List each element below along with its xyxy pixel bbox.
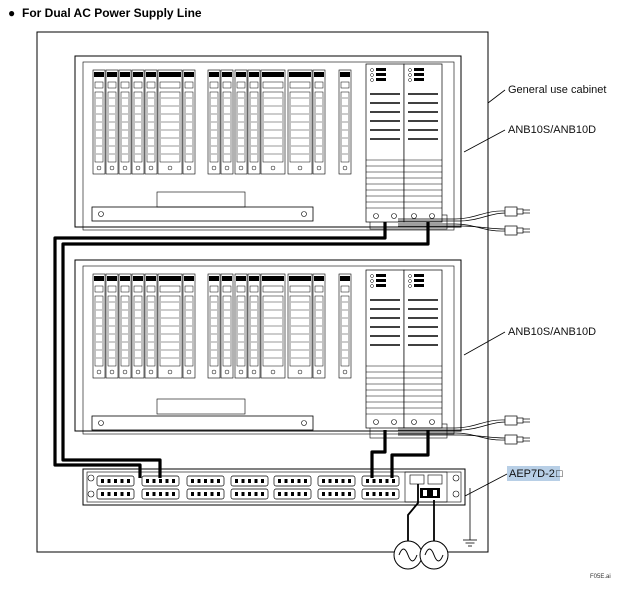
power-outlet: [317, 488, 356, 500]
io-module: [287, 69, 313, 175]
power-outlet: [361, 475, 400, 487]
io-module: [92, 69, 106, 175]
power-outlet: [230, 475, 269, 487]
io-module: [247, 273, 261, 379]
ac-source-icon: [419, 540, 449, 570]
cabinet-label: General use cabinet: [508, 84, 606, 96]
ground-icon: [463, 488, 477, 547]
io-module: [260, 69, 286, 175]
io-module: [157, 69, 183, 175]
io-module: [118, 273, 132, 379]
io-module: [157, 273, 183, 379]
distribution-label: AEP7D-2: [509, 468, 555, 480]
io-module: [234, 69, 248, 175]
io-module: [287, 273, 313, 379]
io-module: [105, 273, 119, 379]
power-outlet: [230, 488, 269, 500]
io-module: [207, 273, 221, 379]
heading-title: For Dual AC Power Supply Line: [22, 6, 202, 20]
power-outlet: [186, 475, 225, 487]
power-outlet: [141, 488, 180, 500]
io-module: [131, 273, 145, 379]
upper-node-unit: [74, 55, 462, 231]
io-module: [207, 69, 221, 175]
power-outlet: [273, 488, 312, 500]
io-module: [312, 69, 326, 175]
io-module: [182, 273, 196, 379]
io-module: [182, 69, 196, 175]
power-supply-module: [403, 63, 443, 223]
power-outlet: [317, 475, 356, 487]
power-outlet: [273, 475, 312, 487]
lower-power-plugs: [398, 415, 530, 445]
io-module: [92, 273, 106, 379]
io-module: [118, 69, 132, 175]
file-reference: F05E.ai: [590, 574, 611, 580]
power-outlet: [96, 475, 135, 487]
io-module: [338, 273, 352, 379]
ac-supply-lines: [407, 484, 435, 541]
io-module: [234, 273, 248, 379]
io-module: [220, 273, 234, 379]
io-module: [338, 69, 352, 175]
distribution-panel: [82, 468, 466, 506]
heading-bullet: ●: [8, 6, 15, 20]
io-module: [260, 273, 286, 379]
io-module: [105, 69, 119, 175]
terminal-block: [409, 474, 443, 498]
cabinet-outline: [36, 31, 489, 553]
power-outlet: [361, 488, 400, 500]
io-module: [247, 69, 261, 175]
power-outlet: [186, 488, 225, 500]
power-supply-module: [365, 63, 405, 223]
ac-source-icon: [393, 540, 423, 570]
upper-unit-label: ANB10S/ANB10D: [508, 124, 596, 136]
distribution-label-highlight: [507, 466, 560, 481]
io-module: [144, 69, 158, 175]
power-supply-module: [365, 269, 405, 429]
lower-unit-label: ANB10S/ANB10D: [508, 326, 596, 338]
power-outlet: [96, 488, 135, 500]
lower-node-unit: [74, 259, 462, 439]
power-cables: [53, 222, 430, 478]
power-supply-module: [403, 269, 443, 429]
io-module: [131, 69, 145, 175]
io-module: [144, 273, 158, 379]
upper-power-plugs: [398, 206, 530, 236]
leader-lines: [463, 89, 508, 497]
io-module: [312, 273, 326, 379]
io-module: [220, 69, 234, 175]
distribution-label-suffix: □: [556, 468, 563, 480]
